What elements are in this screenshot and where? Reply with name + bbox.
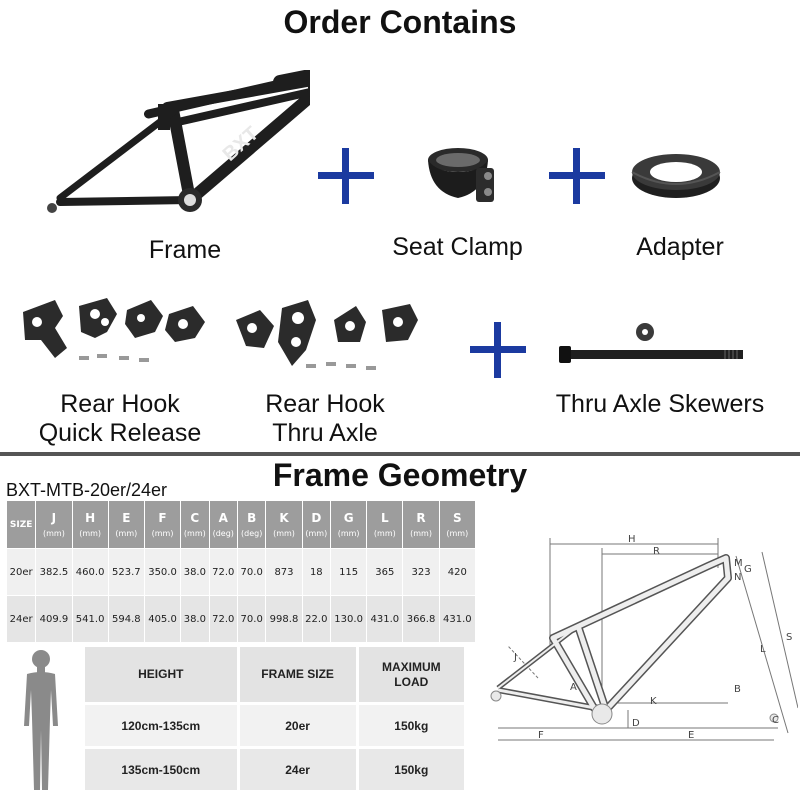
table-cell: 873 <box>265 548 303 596</box>
table-cell: 998.8 <box>265 595 303 643</box>
table-cell: 72.0 <box>208 595 238 643</box>
rear-hook-quick-release-photo <box>23 298 205 362</box>
col-l: L(mm) <box>366 500 404 549</box>
col-r: R(mm) <box>402 500 440 549</box>
table-cell: 460.0 <box>71 548 109 596</box>
frame-geometry-diagram: H R M G N J A K D F E B L S C <box>490 534 798 741</box>
thru-axle-photo <box>559 323 743 363</box>
rear-hook-qr-label-line2: Quick Release <box>38 419 202 447</box>
size-cell: 20er <box>5 548 37 596</box>
plus-icon <box>470 322 526 378</box>
table-cell: 38.0 <box>180 548 210 596</box>
adapter-label: Adapter <box>636 233 724 261</box>
height-header: HEIGHT <box>82 644 240 705</box>
rear-hook-ta-label-line2: Thru Axle <box>272 419 378 447</box>
size-header: SIZE <box>5 500 37 549</box>
table-cell: 115 <box>330 548 368 596</box>
table-cell: 431.0 <box>438 595 477 643</box>
thru-axle-label: Thru Axle Skewers <box>555 390 765 418</box>
table-row: 120cm-135cm 20er 150kg <box>82 702 468 749</box>
col-j: J(mm) <box>35 500 73 549</box>
adapter-photo <box>631 154 721 198</box>
table-cell: 420 <box>438 548 477 596</box>
col-d: D(mm) <box>301 500 332 549</box>
table-cell: 38.0 <box>180 595 210 643</box>
svg-text:D: D <box>632 718 640 729</box>
table-cell: 70.0 <box>236 548 267 596</box>
seat-clamp-label: Seat Clamp <box>392 233 523 261</box>
frame-size-cell: 24er <box>236 746 359 793</box>
order-contains-title: Order Contains <box>283 4 517 40</box>
max-load-cell: 150kg <box>355 746 468 793</box>
max-load-header: MAXIMUM LOAD <box>355 644 468 705</box>
table-cell: 18 <box>301 548 332 596</box>
svg-text:F: F <box>538 730 544 741</box>
svg-text:G: G <box>744 564 752 575</box>
svg-text:L: L <box>760 644 766 655</box>
plus-icon <box>318 148 374 204</box>
rear-hook-thru-axle-photo <box>236 300 418 370</box>
table-cell: 323 <box>402 548 440 596</box>
height-cell: 120cm-135cm <box>82 702 240 749</box>
svg-text:A: A <box>570 682 577 693</box>
frame-size-header: FRAME SIZE <box>236 644 359 705</box>
table-cell: 366.8 <box>402 595 440 643</box>
plus-icon <box>549 148 605 204</box>
frame-photo: BXT <box>47 70 310 213</box>
frame-label: Frame <box>148 236 222 264</box>
svg-text:N: N <box>734 572 741 583</box>
col-b: B(deg) <box>236 500 267 549</box>
section-divider <box>0 452 800 456</box>
table-cell: 350.0 <box>143 548 182 596</box>
table-row: 24er 409.9 541.0 594.8 405.0 38.0 72.0 7… <box>5 595 477 643</box>
table-cell: 594.8 <box>107 595 145 643</box>
table-cell: 382.5 <box>35 548 73 596</box>
rider-sizing-table: HEIGHT FRAME SIZE MAXIMUM LOAD 120cm-135… <box>82 644 468 793</box>
table-row: 20er 382.5 460.0 523.7 350.0 38.0 72.0 7… <box>5 548 477 596</box>
svg-text:H: H <box>628 534 636 545</box>
rear-hook-ta-label-line1: Rear Hook <box>265 390 385 418</box>
sizing-header-row: HEIGHT FRAME SIZE MAXIMUM LOAD <box>82 644 468 705</box>
table-cell: 22.0 <box>301 595 332 643</box>
table-cell: 431.0 <box>366 595 404 643</box>
model-name: BXT-MTB-20er/24er <box>6 480 168 500</box>
col-f: F(mm) <box>143 500 182 549</box>
svg-text:E: E <box>688 730 694 741</box>
col-g: G(mm) <box>330 500 368 549</box>
table-cell: 541.0 <box>71 595 109 643</box>
size-cell: 24er <box>5 595 37 643</box>
col-a: A(deg) <box>208 500 238 549</box>
seat-clamp-photo <box>428 148 494 202</box>
frame-size-cell: 20er <box>236 702 359 749</box>
col-h: H(mm) <box>71 500 109 549</box>
col-s: S(mm) <box>438 500 477 549</box>
svg-text:R: R <box>653 546 660 557</box>
table-cell: 70.0 <box>236 595 267 643</box>
col-e: E(mm) <box>107 500 145 549</box>
max-load-cell: 150kg <box>355 702 468 749</box>
col-c: C(mm) <box>180 500 210 549</box>
table-cell: 405.0 <box>143 595 182 643</box>
table-cell: 409.9 <box>35 595 73 643</box>
svg-text:K: K <box>650 696 657 707</box>
col-k: K(mm) <box>265 500 303 549</box>
table-cell: 523.7 <box>107 548 145 596</box>
frame-geometry-title: Frame Geometry <box>272 457 528 493</box>
human-silhouette-icon <box>24 650 58 790</box>
svg-text:S: S <box>786 632 792 643</box>
geometry-table: SIZE J(mm) H(mm) E(mm) F(mm) C(mm) A(deg… <box>5 500 477 643</box>
svg-text:M: M <box>734 558 743 569</box>
svg-text:J: J <box>513 652 517 663</box>
table-cell: 130.0 <box>330 595 368 643</box>
table-cell: 365 <box>366 548 404 596</box>
svg-text:C: C <box>772 715 779 726</box>
svg-text:B: B <box>734 684 741 695</box>
rear-hook-qr-label-line1: Rear Hook <box>60 390 180 418</box>
geometry-header-row: SIZE J(mm) H(mm) E(mm) F(mm) C(mm) A(deg… <box>5 500 477 549</box>
height-cell: 135cm-150cm <box>82 746 240 793</box>
table-cell: 72.0 <box>208 548 238 596</box>
table-row: 135cm-150cm 24er 150kg <box>82 746 468 793</box>
